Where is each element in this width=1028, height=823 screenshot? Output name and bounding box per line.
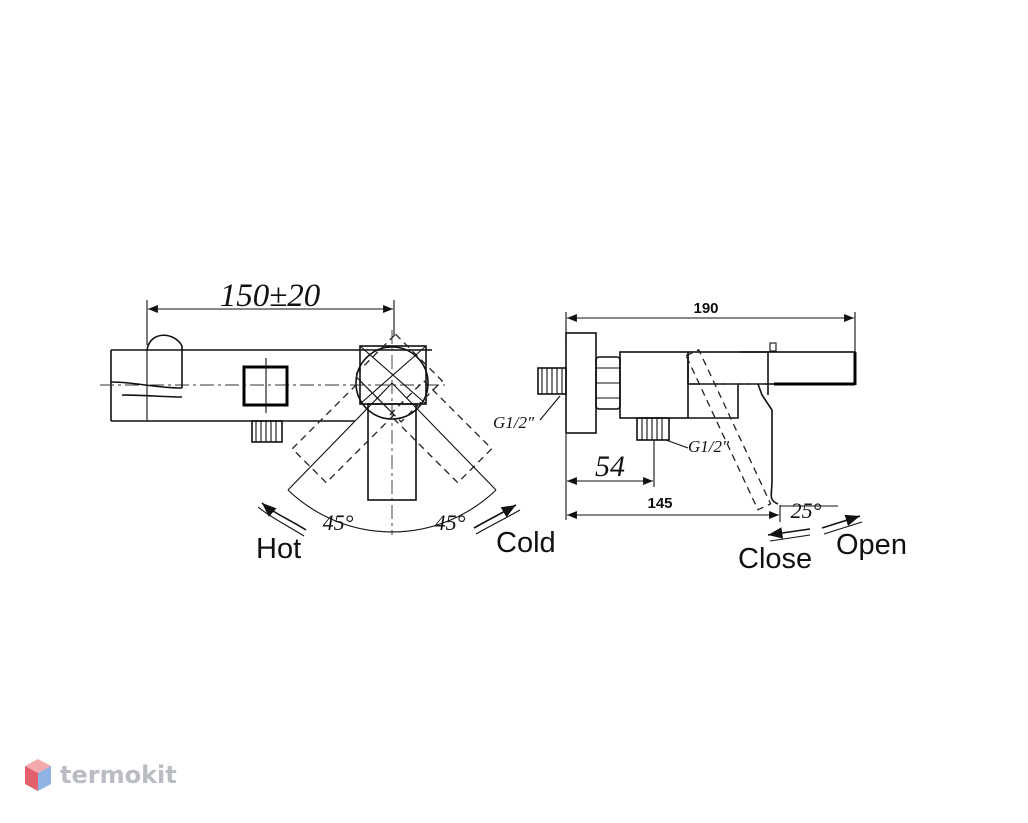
- hex-nut: [595, 356, 621, 410]
- dimension-side-body: 145: [567, 495, 781, 522]
- angle-label-cold: 45°: [435, 510, 466, 535]
- watermark-text: termokit: [60, 761, 177, 789]
- lever-handle-side: [685, 342, 779, 511]
- label-open: Open: [836, 529, 907, 561]
- dimension-label-side-total: 190: [693, 300, 718, 317]
- lever-handle-front: [291, 330, 493, 535]
- thread-label-left: G1/2": [493, 413, 535, 432]
- mixer-body: [100, 334, 445, 443]
- logo-face-left: [25, 766, 38, 791]
- dimension-label-side-inlet: 54: [595, 450, 625, 483]
- dimension-side-total: 190: [565, 300, 856, 355]
- side-body: [619, 351, 857, 419]
- termokit-logo-icon: [25, 759, 51, 791]
- wall-flange: [565, 332, 597, 434]
- dimension-label-side-body: 145: [647, 495, 672, 512]
- dimension-side-inlet: 54: [565, 434, 655, 520]
- label-cold: Cold: [496, 527, 556, 559]
- logo-face-right: [38, 766, 51, 791]
- thread-label-bottom: G1/2": [688, 437, 730, 456]
- outlet-thread: [636, 417, 670, 441]
- angle-label-hot: 45°: [323, 510, 354, 535]
- side-view: 190: [493, 300, 907, 575]
- label-hot: Hot: [256, 533, 301, 565]
- cold-arrow-icon: [473, 504, 521, 535]
- dimension-front-width: 150±20: [146, 278, 395, 345]
- angle-arcs-front: 45° 45°: [287, 382, 497, 535]
- inlet-thread: [537, 367, 567, 395]
- angle-label-lever: 25°: [791, 498, 822, 523]
- open-arrow-icon: [821, 514, 863, 535]
- close-arrow-icon: [767, 527, 811, 542]
- front-view: 150±20: [100, 278, 556, 565]
- watermark: termokit: [24, 758, 177, 792]
- hot-arrow-icon: [257, 502, 307, 537]
- dimension-label-front-width: 150±20: [220, 278, 321, 314]
- label-close: Close: [738, 543, 812, 575]
